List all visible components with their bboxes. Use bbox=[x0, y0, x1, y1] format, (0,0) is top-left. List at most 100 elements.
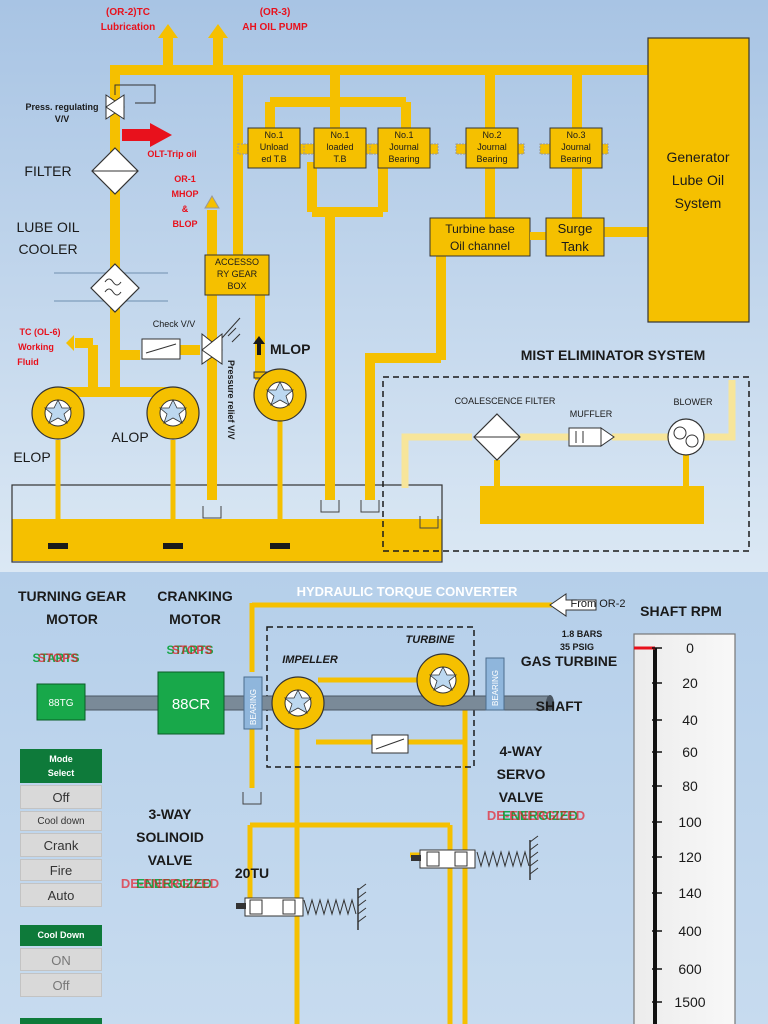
mode-option-auto[interactable]: Auto bbox=[20, 883, 102, 907]
mode-option-cool-down[interactable]: Cool down bbox=[20, 811, 102, 831]
label-4way-2: SERVO bbox=[497, 766, 546, 782]
bearing-no1-loaded: No.1 loaded T.B bbox=[303, 127, 373, 169]
label-cranking-1: CRANKING bbox=[157, 588, 233, 604]
label-turning-gear-1: TURNING GEAR bbox=[18, 588, 126, 604]
label-from-or2: From OR-2 bbox=[571, 598, 626, 610]
mode-option-off[interactable]: Off bbox=[20, 785, 102, 809]
generator-label-2: Lube Oil bbox=[672, 172, 724, 188]
bearing-no1-loaded-l1: No.1 bbox=[330, 130, 349, 140]
alop-pump-icon bbox=[146, 386, 200, 440]
converter-valve-icon bbox=[371, 734, 409, 754]
turbine-base-oil-channel bbox=[429, 217, 531, 257]
tc-working-fluid-arrow bbox=[66, 335, 74, 351]
rpm-tick-label: 120 bbox=[678, 849, 702, 865]
mode-select-header-2: Select bbox=[47, 768, 75, 778]
bearing-no1-journal-l1: No.1 bbox=[394, 130, 413, 140]
pressure-relief-valve-icon bbox=[201, 317, 241, 365]
label-check-vv: Check V/V bbox=[153, 319, 196, 329]
bearing-no1-unloaded-l2: Unload bbox=[260, 142, 289, 152]
label-or3: (OR-3) bbox=[260, 7, 291, 18]
bearing-right-label: BEARING bbox=[491, 670, 500, 706]
drain-cups bbox=[202, 500, 439, 529]
accessory-label-1: ACCESSO bbox=[215, 257, 259, 267]
mode-select-header: Mode Select bbox=[20, 749, 102, 783]
mode-option-fire[interactable]: Fire bbox=[20, 859, 102, 881]
hydraulic-pipes bbox=[247, 602, 552, 1024]
label-turning-gear-2: MOTOR bbox=[46, 611, 98, 627]
bearing-left-label: BEARING bbox=[249, 689, 258, 725]
turning-gear-motor-88tg bbox=[36, 683, 86, 721]
bearing-no1-unloaded: No.1 Unload ed T.B bbox=[237, 127, 307, 169]
or1-arrow bbox=[204, 195, 220, 209]
mist-eliminator-boundary bbox=[382, 376, 750, 552]
rpm-tick-label: 140 bbox=[678, 885, 702, 901]
label-bars: 1.8 BARS bbox=[562, 629, 603, 639]
label-muffler: MUFFLER bbox=[570, 409, 613, 419]
servo-status-de-energized: DE-ENERGIZED bbox=[487, 808, 585, 823]
pump-feet bbox=[48, 543, 290, 549]
label-cranking-2: MOTOR bbox=[169, 611, 221, 627]
lube-pipes bbox=[58, 35, 648, 500]
lube-oil-cooler-icon bbox=[54, 263, 168, 313]
mlop-pump-icon bbox=[253, 368, 307, 422]
solenoid-status-de-energized: DE-ENERGIZED bbox=[121, 876, 219, 891]
turbine-base-label-2: Oil channel bbox=[450, 239, 510, 253]
rpm-tick-label: 100 bbox=[678, 814, 702, 830]
label-3way-1: 3-WAY bbox=[148, 806, 192, 822]
cool-down-off[interactable]: Off bbox=[20, 973, 102, 997]
bearing-no1-loaded-l2: loaded bbox=[326, 142, 353, 152]
press-regulating-valve-icon bbox=[105, 84, 156, 120]
cranking-motor-88cr bbox=[157, 671, 225, 735]
generator-label-1: Generator bbox=[666, 149, 729, 165]
label-or1-1: OR-1 bbox=[174, 174, 196, 184]
rpm-tick-label: 0 bbox=[686, 640, 694, 656]
surge-label-2: Tank bbox=[561, 239, 589, 254]
cr-status-stops: STOPS bbox=[172, 643, 212, 657]
solenoid-valve-spool-icon bbox=[236, 883, 367, 930]
label-filter: FILTER bbox=[24, 163, 71, 179]
label-or1-3: & bbox=[182, 204, 189, 214]
rpm-tick-label: 400 bbox=[678, 923, 702, 939]
rpm-tick-label: 1500 bbox=[674, 994, 705, 1010]
label-psig: 35 PSIG bbox=[560, 642, 594, 652]
generator-lube-oil-system bbox=[647, 37, 750, 323]
label-alop: ALOP bbox=[111, 429, 148, 445]
label-or3-sub: AH OIL PUMP bbox=[242, 22, 308, 33]
label-elop: ELOP bbox=[13, 449, 50, 465]
cool-down-on[interactable]: ON bbox=[20, 948, 102, 971]
mode-option-crank[interactable]: Crank bbox=[20, 833, 102, 857]
next-panel-header bbox=[20, 1018, 102, 1024]
mist-title: MIST ELIMINATOR SYSTEM bbox=[521, 347, 706, 363]
rpm-tick-label: 80 bbox=[682, 778, 698, 794]
mode-select-header-1: Mode bbox=[49, 754, 73, 764]
tg-status-stops: STOPS bbox=[38, 651, 78, 665]
bearing-no3-l3: Bearing bbox=[560, 154, 591, 164]
from-or2-arrow-icon bbox=[549, 593, 597, 617]
bearing-no1-journal-l3: Bearing bbox=[388, 154, 419, 164]
bearing-no2-l1: No.2 bbox=[482, 130, 501, 140]
cr-status-starts: STARTS bbox=[166, 643, 213, 657]
up-arrows bbox=[158, 24, 228, 38]
bearing-no1-journal: No.1 Journal Bearing bbox=[369, 127, 439, 169]
bearing-no3-l1: No.3 bbox=[566, 130, 585, 140]
bearing-no1-loaded-l3: T.B bbox=[333, 154, 346, 164]
elop-pump-icon bbox=[31, 386, 85, 440]
label-tc-ol6-1: TC (OL-6) bbox=[20, 327, 61, 337]
hydraulic-title: HYDRAULIC TORQUE CONVERTER bbox=[297, 584, 518, 599]
label-cooler-1: LUBE OIL bbox=[16, 219, 79, 235]
lube-return-legs bbox=[55, 420, 283, 545]
label-press-reg: Press. regulating bbox=[25, 102, 98, 112]
cool-down-header: Cool Down bbox=[20, 925, 102, 946]
label-tc-ol6-3: Fluid bbox=[17, 357, 39, 367]
bearing-no1-journal-l2: Journal bbox=[389, 142, 419, 152]
bearing-no3-journal: No.3 Journal Bearing bbox=[539, 127, 609, 169]
label-or1-2: MHOP bbox=[172, 189, 199, 199]
label-pressure-relief: Pressure relief V/V bbox=[226, 360, 236, 440]
muffler-icon bbox=[568, 427, 615, 447]
rpm-tick-label: 20 bbox=[682, 675, 698, 691]
servo-status-energized: ENERGIZED bbox=[502, 808, 578, 823]
bearing-no1-unloaded-l3: ed T.B bbox=[261, 154, 286, 164]
oil-reservoir bbox=[11, 484, 704, 563]
bearing-no3-l2: Journal bbox=[561, 142, 591, 152]
